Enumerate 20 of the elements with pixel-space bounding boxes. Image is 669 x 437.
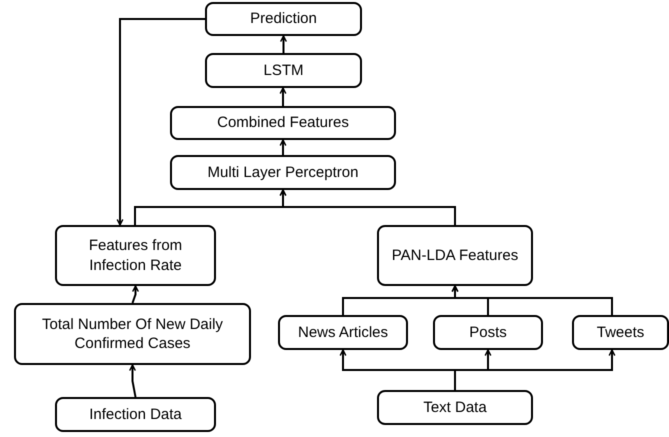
process-box: Tweets (572, 315, 669, 350)
arrow (280, 87, 286, 106)
process-box: Multi Layer Perceptron (170, 155, 396, 190)
arrow (280, 139, 286, 155)
process-box: News Articles (278, 315, 408, 350)
arrow (116, 18, 205, 226)
process-box: Total Number Of New Daily Confirmed Cases (14, 303, 251, 365)
process-box: Posts (433, 315, 543, 350)
process-box: Text Data (377, 390, 533, 425)
process-box: Infection Data (55, 397, 216, 432)
arrow (129, 364, 136, 398)
arrow (280, 189, 456, 225)
arrow (452, 285, 613, 315)
process-box: Combined Features (170, 106, 396, 140)
process-box: Features from Infection Rate (55, 225, 216, 286)
process-box: PAN-LDA Features (377, 225, 533, 286)
process-box: LSTM (205, 53, 362, 88)
arrow (280, 35, 287, 53)
process-box: Prediction (205, 2, 362, 36)
arrow (132, 285, 139, 304)
